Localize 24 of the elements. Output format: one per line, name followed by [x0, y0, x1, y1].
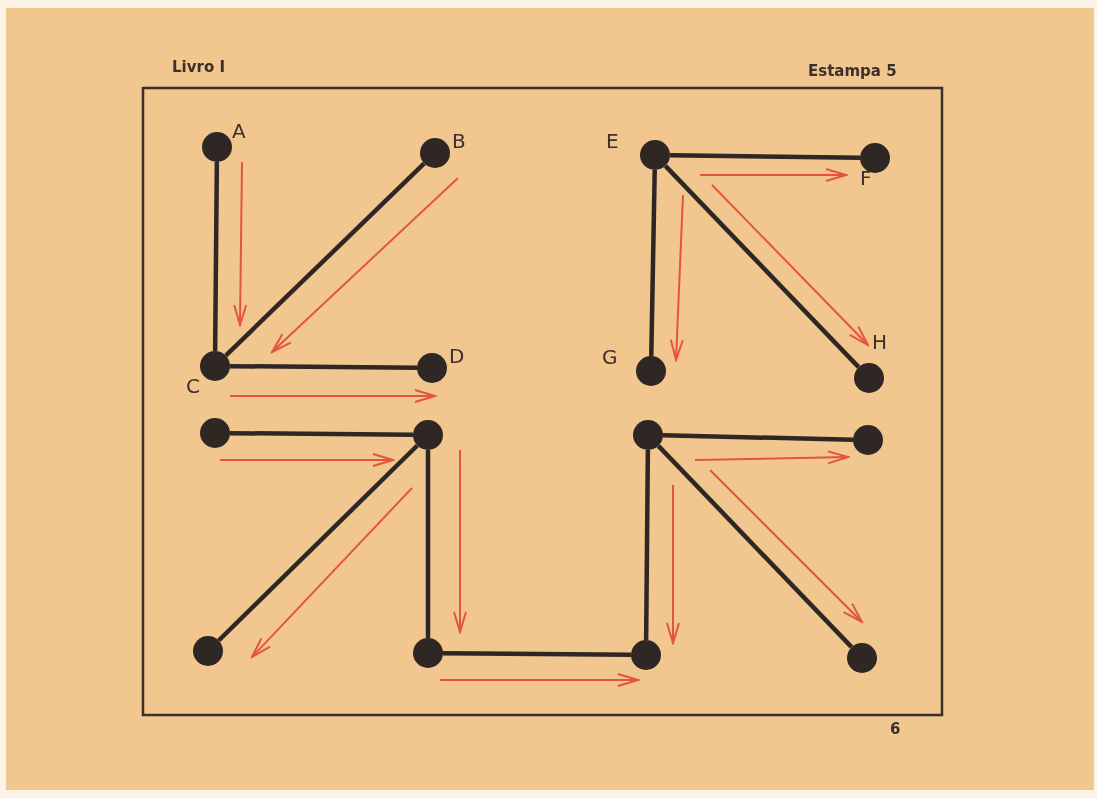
point-letter: G	[602, 347, 618, 367]
page-number: 6	[890, 720, 901, 738]
connector-line	[425, 450, 431, 638]
point-letter: C	[186, 376, 200, 396]
page-heading: Estampa 5	[808, 62, 897, 80]
connector-line	[649, 169, 657, 357]
point-letter: E	[606, 131, 619, 151]
connector-line	[217, 443, 419, 643]
connector-line	[663, 164, 861, 369]
page-heading: Livro I	[172, 58, 225, 76]
point-letter: H	[872, 332, 888, 352]
point-letter: A	[232, 121, 246, 141]
connector-line	[229, 430, 414, 438]
point-letter: D	[449, 346, 465, 366]
connector-line	[224, 161, 426, 358]
point-letter: B	[452, 131, 466, 151]
point-letter: F	[860, 168, 872, 188]
connector-line	[643, 450, 651, 640]
connector-line	[662, 433, 854, 442]
connector-line	[656, 444, 854, 649]
connector-line	[229, 363, 418, 371]
connector-line	[442, 650, 632, 658]
connector-line	[212, 162, 220, 351]
connector-line	[669, 152, 861, 161]
